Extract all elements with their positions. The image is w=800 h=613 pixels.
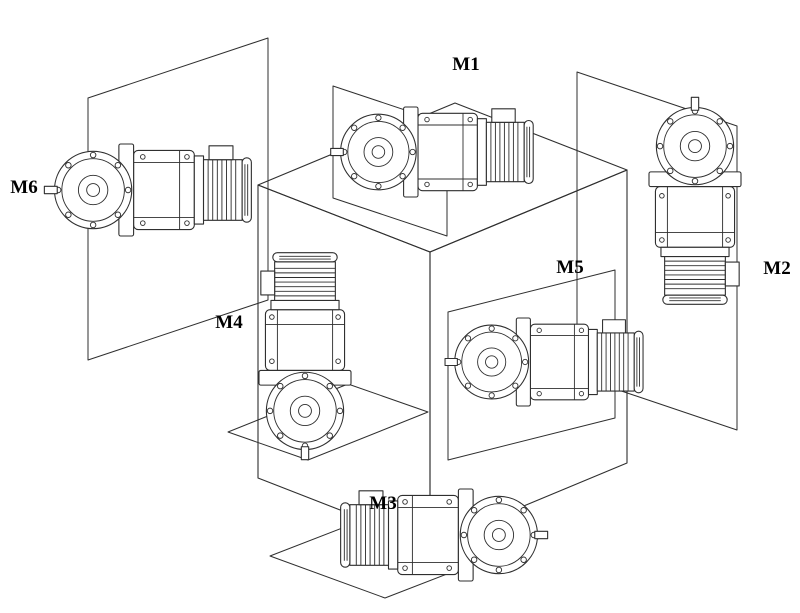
motor-m4: [258, 252, 352, 461]
plane-m6: [87, 37, 269, 361]
label-m2: M2: [763, 258, 790, 279]
motor-m2: [648, 96, 742, 305]
motor-m1: [330, 106, 534, 198]
label-m3: M3: [369, 493, 396, 514]
label-m4: M4: [215, 312, 243, 333]
plane-m2: [576, 71, 738, 431]
motor-m6: [43, 143, 252, 237]
motor-m5: [444, 317, 644, 407]
label-m5: M5: [556, 257, 583, 278]
label-m6: M6: [10, 177, 37, 198]
label-m1: M1: [452, 54, 479, 75]
plane-m5: [447, 269, 616, 461]
